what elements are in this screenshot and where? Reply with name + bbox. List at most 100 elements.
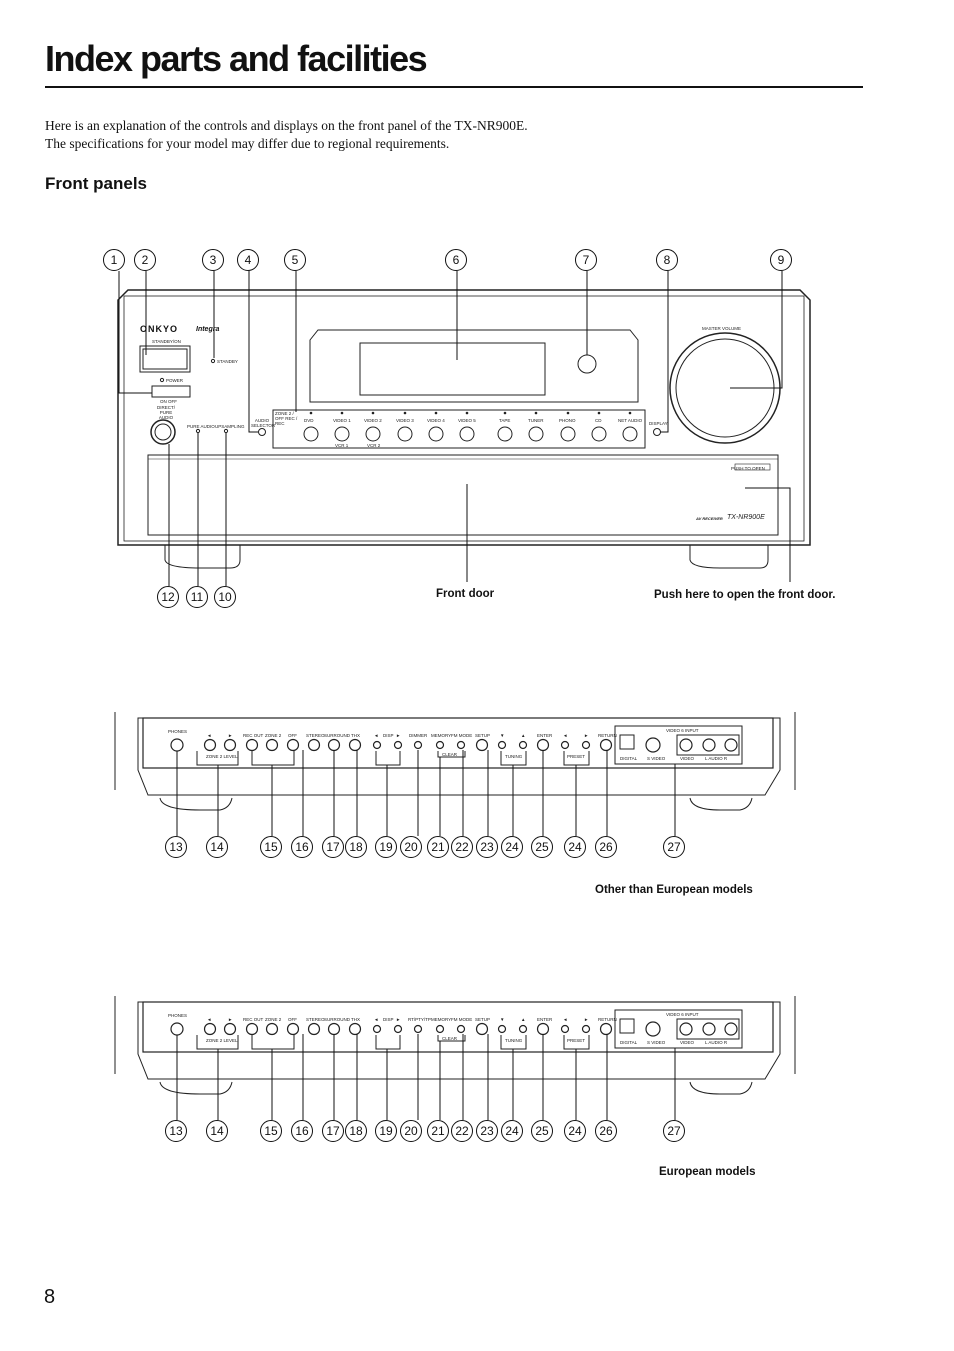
input-label-video3: VIDEO 3: [396, 418, 414, 423]
callout-23: 23: [476, 836, 498, 858]
sub-eu-video: VIDEO: [680, 1040, 695, 1045]
brand-logo: ONKYO: [140, 324, 179, 334]
page-title: Index parts and facilities: [45, 38, 428, 79]
sub-other-btn-15: ▼: [500, 733, 505, 738]
sub-eu-svideo: S VIDEO: [647, 1040, 666, 1045]
callout-26: 26: [595, 836, 617, 858]
eu-callout-16: 16: [291, 1120, 313, 1142]
sub-eu-clear: CLEAR: [442, 1036, 458, 1041]
callout-18: 18: [345, 836, 367, 858]
sub-other-btn-7: THX: [351, 733, 360, 738]
callout-21: 21: [427, 836, 449, 858]
sub-other-btn-10: ►: [396, 733, 401, 738]
sub-other-digital: DIGITAL: [620, 756, 638, 761]
eu-callout-15: 15: [260, 1120, 282, 1142]
direct-label: DIRECT/ PURE AUDIO: [157, 405, 175, 420]
sub-eu-btn-16: ▲: [521, 1017, 526, 1022]
input-label-tape: TAPE: [499, 418, 511, 423]
sub-other-btn-3: ZONE 2: [265, 733, 282, 738]
callout-9: 9: [770, 249, 792, 271]
sub-eu-btn-4: OFF: [288, 1017, 297, 1022]
sub-other-btn-18: ◄: [563, 733, 568, 738]
zone-rec-label: ZONE 2 / OFF REC / REC: [275, 411, 298, 426]
sub-eu-btn-5: STEREO: [306, 1017, 325, 1022]
callout-11: 11: [186, 586, 208, 608]
master-volume-label: MASTER VOLUME: [702, 326, 742, 331]
sub-eu-btn-3: ZONE 2: [265, 1017, 282, 1022]
eu-callout-24b: 24: [564, 1120, 586, 1142]
callout-20: 20: [400, 836, 422, 858]
input-label-dvd: DVD: [304, 418, 314, 423]
input-label-phono: PHONO: [559, 418, 576, 423]
vcr1-label: VCR 1: [335, 443, 349, 448]
eu-callout-18: 18: [345, 1120, 367, 1142]
sub-other-video: VIDEO: [680, 756, 695, 761]
intro-line-1: Here is an explanation of the controls a…: [45, 118, 528, 133]
sub-eu-tuning: TUNING: [505, 1038, 523, 1043]
display-label: DISPLAY: [649, 421, 668, 426]
caption-push-open: Push here to open the front door.: [654, 589, 836, 601]
callout-25: 25: [531, 836, 553, 858]
caption-other-models: Other than European models: [595, 884, 753, 896]
sub-eu-btn-9: DISP: [383, 1017, 394, 1022]
intro-line-2: The specifications for your model may di…: [45, 136, 450, 151]
callout-5: 5: [284, 249, 306, 271]
sub-other-audio: L AUDIO R: [705, 756, 728, 761]
vcr2-label: VCR 2: [367, 443, 381, 448]
sub-other-tuning: TUNING: [505, 754, 523, 759]
callout-13: 13: [165, 836, 187, 858]
callout-24b: 24: [564, 836, 586, 858]
sub-other-btn-11: DIMMER: [409, 733, 428, 738]
eu-callout-20: 20: [400, 1120, 422, 1142]
eu-callout-24: 24: [501, 1120, 523, 1142]
callout-27: 27: [663, 836, 685, 858]
eu-callout-13: 13: [165, 1120, 187, 1142]
standby-on-label: STANDBY/ON: [152, 339, 181, 344]
standby-label: STANDBY: [217, 359, 238, 364]
callout-24: 24: [501, 836, 523, 858]
model-prefix: AV RECEIVER: [696, 516, 723, 521]
eu-callout-26: 26: [595, 1120, 617, 1142]
brand2-logo: Integra: [196, 326, 220, 333]
sub-eu-btn-10: ►: [396, 1017, 401, 1022]
callout-14: 14: [206, 836, 228, 858]
callout-8: 8: [656, 249, 678, 271]
caption-european-models: European models: [659, 1166, 756, 1178]
section-title: Front panels: [45, 174, 148, 193]
callout-3: 3: [202, 249, 224, 271]
pure-audio-label: PURE AUDIO: [187, 424, 215, 429]
input-label-video5: VIDEO 5: [458, 418, 476, 423]
input-label-video1: VIDEO 1: [333, 418, 351, 423]
sub-other-btn-20: RETURN: [598, 733, 617, 738]
upsampling-label: UPSAMPLING: [215, 424, 245, 429]
sub-eu-video6: VIDEO 6 INPUT: [666, 1012, 699, 1017]
input-label-video4: VIDEO 4: [427, 418, 445, 423]
sub-other-btn-17: ENTER: [537, 733, 553, 738]
sub-eu-digital: DIGITAL: [620, 1040, 638, 1045]
callout-7: 7: [575, 249, 597, 271]
sub-eu-btn-15: ▼: [500, 1017, 505, 1022]
sub-other-btn-16: ▲: [521, 733, 526, 738]
callout-4: 4: [237, 249, 259, 271]
sub-eu-btn-2: REC OUT: [243, 1017, 264, 1022]
callout-15: 15: [260, 836, 282, 858]
sub-eu-btn-14: SETUP: [475, 1017, 491, 1022]
sub-other-clear: CLEAR: [442, 752, 458, 757]
input-label-net-audio: NET AUDIO: [618, 418, 643, 423]
sub-other-phones: PHONES: [168, 729, 188, 734]
on-off-label: ON OFF: [160, 399, 177, 404]
sub-eu-btn-17: ENTER: [537, 1017, 553, 1022]
sub-other-preset: PRESET: [567, 754, 586, 759]
sub-eu-btn-13: FM MODE: [451, 1017, 473, 1022]
callout-1: 1: [103, 249, 125, 271]
callout-22: 22: [451, 836, 473, 858]
sub-eu-phones: PHONES: [168, 1013, 188, 1018]
sub-eu-btn-6: SURROUND: [324, 1017, 351, 1022]
sub-other-btn-5: STEREO: [306, 733, 325, 738]
sub-other-btn-13: FM MODE: [451, 733, 473, 738]
callout-19: 19: [375, 836, 397, 858]
callout-6: 6: [445, 249, 467, 271]
sub-eu-btn-7: THX: [351, 1017, 360, 1022]
